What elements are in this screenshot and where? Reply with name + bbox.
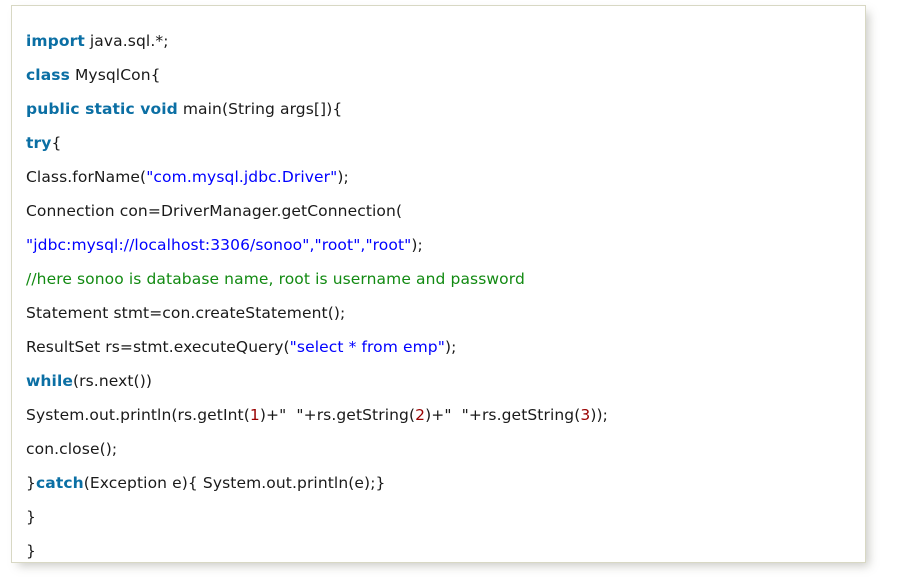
code-token-pln: );	[411, 236, 423, 254]
code-line: Class.forName("com.mysql.jdbc.Driver");	[26, 160, 851, 194]
code-line: Statement stmt=con.createStatement();	[26, 296, 851, 330]
code-token-pln: )+" "+rs.getString(	[425, 406, 581, 424]
code-token-pln: main(String args[]){	[177, 100, 343, 118]
code-token-num: 3	[580, 406, 591, 424]
code-token-pln: {	[51, 134, 62, 152]
code-line: "jdbc:mysql://localhost:3306/sonoo","roo…	[26, 228, 851, 262]
code-token-str: "select * from emp"	[289, 338, 445, 356]
code-block[interactable]: import java.sql.*;class MysqlCon{public …	[26, 24, 851, 568]
code-token-num: 2	[415, 406, 426, 424]
code-line: }catch(Exception e){ System.out.println(…	[26, 466, 851, 500]
code-line: import java.sql.*;	[26, 24, 851, 58]
code-line: class MysqlCon{	[26, 58, 851, 92]
code-token-pln: }	[26, 474, 36, 492]
code-line: public static void main(String args[]){	[26, 92, 851, 126]
code-token-kw: class	[26, 66, 70, 84]
code-token-pln: Statement stmt=con.createStatement();	[26, 304, 346, 322]
code-token-pln: (rs.next())	[73, 372, 153, 390]
code-token-pln: }	[26, 542, 36, 560]
code-token-kw: import	[26, 32, 85, 50]
code-token-pln: System.out.println(rs.getInt(	[26, 406, 250, 424]
code-line: try{	[26, 126, 851, 160]
code-token-pln: );	[337, 168, 349, 186]
code-token-pln: Connection con=DriverManager.getConnecti…	[26, 202, 403, 220]
code-token-kw: catch	[35, 474, 84, 492]
code-token-pln: java.sql.*;	[84, 32, 169, 50]
code-line: }	[26, 500, 851, 534]
code-token-kw: try	[26, 134, 52, 152]
code-line: while(rs.next())	[26, 364, 851, 398]
code-line: //here sonoo is database name, root is u…	[26, 262, 851, 296]
code-token-pln: (Exception e){ System.out.println(e);}	[83, 474, 386, 492]
code-token-pln: }	[26, 508, 36, 526]
code-token-pln: );	[444, 338, 457, 356]
code-token-str: "jdbc:mysql://localhost:3306/sonoo","roo…	[26, 236, 412, 254]
code-token-pln: ResultSet rs=stmt.executeQuery(	[26, 338, 290, 356]
code-line: Connection con=DriverManager.getConnecti…	[26, 194, 851, 228]
code-token-kw: public static void	[26, 100, 178, 118]
code-line: System.out.println(rs.getInt(1)+" "+rs.g…	[26, 398, 851, 432]
code-line: con.close();	[26, 432, 851, 466]
code-token-str: "com.mysql.jdbc.Driver"	[146, 168, 338, 186]
code-token-pln: MysqlCon{	[69, 66, 161, 84]
code-token-cmt: //here sonoo is database name, root is u…	[26, 270, 525, 288]
code-token-pln: con.close();	[26, 440, 118, 458]
code-token-kw: while	[26, 372, 73, 390]
code-token-pln: Class.forName(	[26, 168, 147, 186]
code-line: ResultSet rs=stmt.executeQuery("select *…	[26, 330, 851, 364]
code-sample-card: import java.sql.*;class MysqlCon{public …	[11, 5, 866, 563]
code-token-pln: ));	[590, 406, 608, 424]
code-token-pln: )+" "+rs.getString(	[259, 406, 416, 424]
code-line: }	[26, 534, 851, 568]
code-token-num: 1	[249, 406, 260, 424]
